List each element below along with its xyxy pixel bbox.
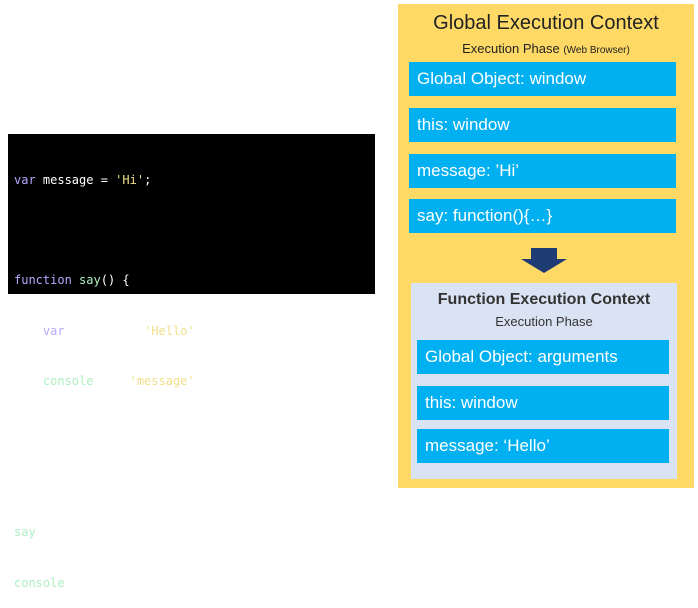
global-phase-note: (Web Browser) <box>563 45 630 56</box>
function-item-this: this: window <box>417 386 669 420</box>
code-line-3: function say() { <box>14 273 130 288</box>
code-line-2 <box>14 222 369 239</box>
global-item-message: message: ’Hi’ <box>409 154 676 188</box>
code-line-8: say(); <box>14 525 58 540</box>
code-line-6: } <box>14 424 22 439</box>
code-line-9: console.log(message); <box>14 575 166 590</box>
global-execution-context: Global Execution Context Execution Phase… <box>398 4 694 488</box>
global-context-title: Global Execution Context <box>433 12 659 34</box>
code-line-1: var message = 'Hi'; <box>14 172 152 187</box>
global-item-global-object: Global Object: window <box>409 62 676 96</box>
global-item-this: this: window <box>409 108 676 142</box>
global-phase-label: Execution Phase <box>462 41 560 56</box>
down-arrow-icon <box>521 248 567 273</box>
code-block: var message = 'Hi'; function say() { var… <box>8 134 375 590</box>
function-context-phase: Execution Phase <box>495 314 593 329</box>
global-item-say: say: function(){…} <box>409 199 676 233</box>
global-context-phase: Execution Phase (Web Browser) <box>398 41 694 56</box>
code-line-4: var message = 'Hello'; <box>42 323 202 338</box>
function-context-title: Function Execution Context <box>437 291 651 308</box>
code-line-7 <box>14 474 369 491</box>
function-execution-context: Function Execution Context Execution Pha… <box>411 283 677 479</box>
function-item-message: message: ‘Hello’ <box>417 429 669 463</box>
function-item-global-object: Global Object: arguments <box>417 340 669 374</box>
code-line-5: console.log('message'); <box>42 374 210 389</box>
